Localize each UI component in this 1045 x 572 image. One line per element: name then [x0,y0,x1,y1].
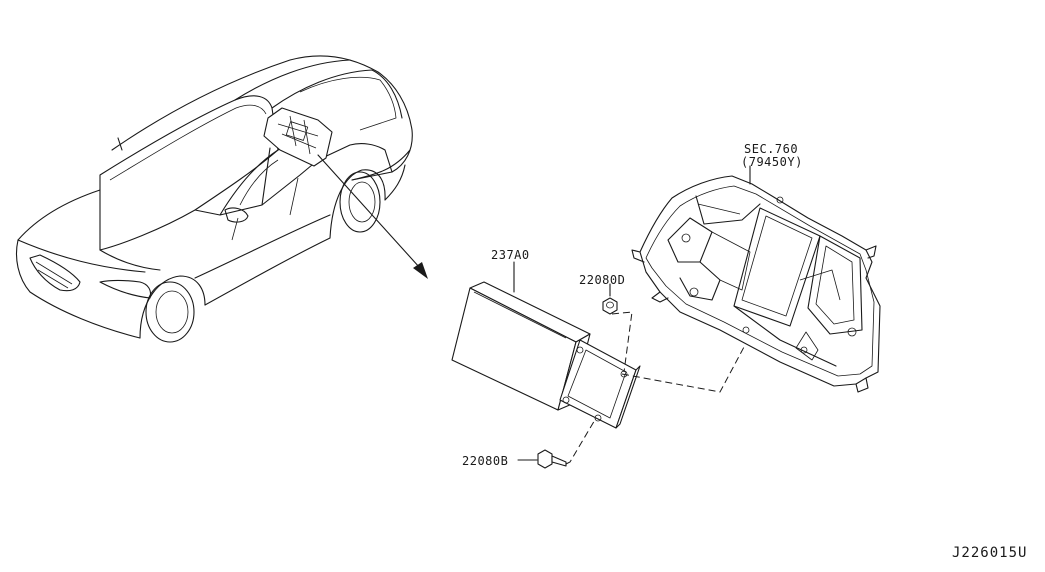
label-22080d: 22080D [579,273,625,287]
label-sec-760: SEC.760 [744,142,798,156]
label-237a0: 237A0 [491,248,530,262]
hex-nut [602,283,633,373]
hex-bolt [517,417,597,469]
car-illustration [15,55,428,343]
label-79450y: (79450Y) [741,155,803,169]
diagram-code: J226015U [952,545,1027,561]
rear-panel [631,165,881,393]
mounting-bracket [559,339,641,429]
label-22080b: 22080B [462,454,508,468]
